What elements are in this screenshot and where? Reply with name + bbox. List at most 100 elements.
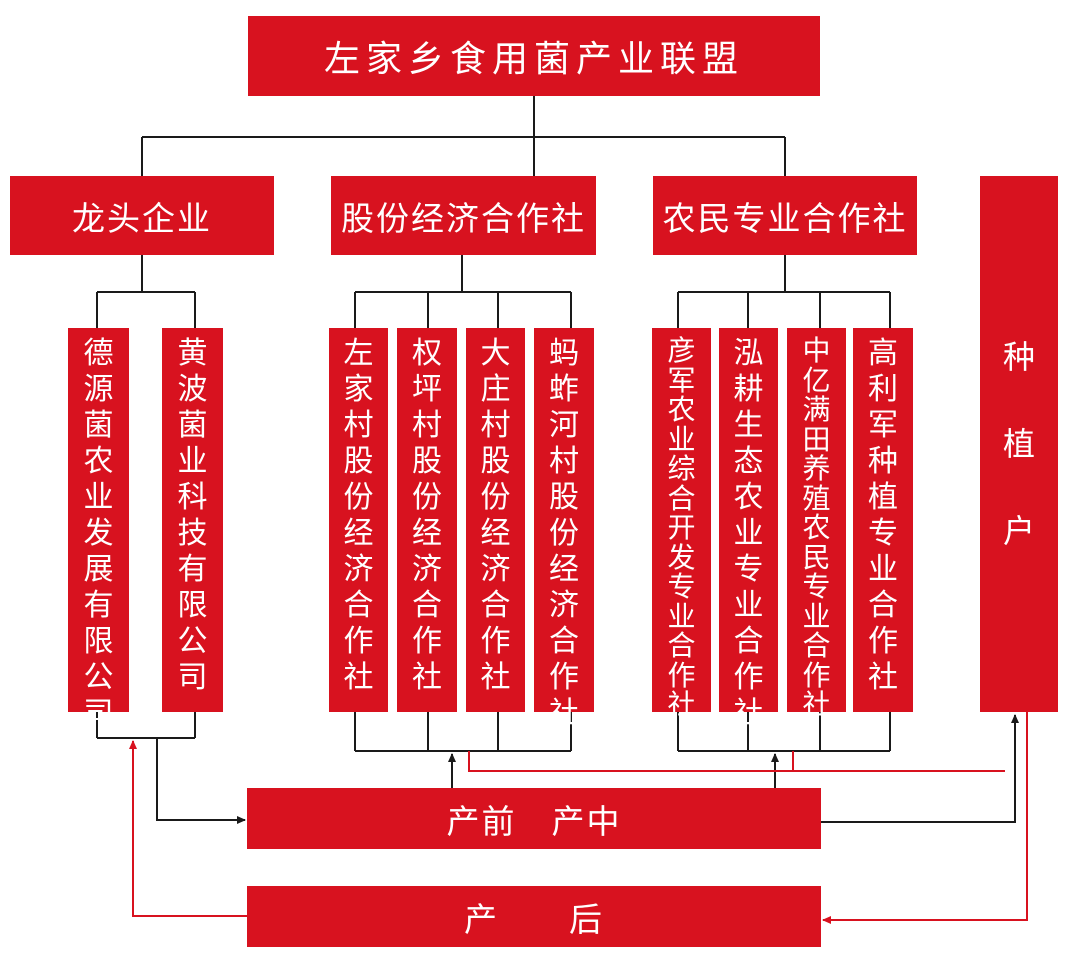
label-char: 合 (412, 588, 442, 623)
farmer-coop-label: 中亿满田养殖农民专业合作社 (802, 336, 830, 720)
label-char: 业 (667, 422, 696, 456)
label-char: 股 (549, 480, 579, 515)
label-char: 作 (412, 624, 442, 659)
label-char: 作 (343, 624, 374, 659)
label-char: 业 (83, 480, 114, 515)
shareholding-coop-box: 权坪村股份经济合作社 (397, 328, 457, 712)
label-char: 河 (549, 408, 579, 443)
label-char: 社 (480, 660, 511, 695)
farmer-coop-box: 泓耕生态农业专业合作社 (719, 328, 778, 731)
shareholding-coop-box: 大庄村股份经济合作社 (466, 328, 525, 712)
company-label: 德源菌农业发展有限公司 (84, 336, 114, 732)
label-char: 开 (667, 511, 696, 544)
label-char: 蚱 (549, 372, 579, 407)
label-char: 合 (802, 629, 831, 662)
label-char: 亿 (802, 363, 831, 397)
stage-pre-mid-production: 产前 产中 (247, 788, 821, 849)
label-char: 业 (868, 552, 898, 587)
label-char: 农 (733, 480, 764, 515)
company-box: 黄波菌业科技有限公司 (162, 328, 223, 712)
label-char: 波 (177, 372, 208, 407)
label-char: 司 (83, 696, 114, 731)
label-char: 种 (1002, 337, 1035, 376)
label-char: 植 (868, 480, 898, 515)
label-char: 限 (177, 588, 208, 623)
label-char: 技 (177, 516, 208, 551)
label-char: 合 (549, 624, 579, 659)
label-char: 合 (868, 588, 898, 623)
category-shareholding-coop: 股份经济合作社 (331, 176, 596, 255)
label-char: 经 (480, 516, 511, 551)
company-box: 德源菌农业发展有限公司 (68, 328, 129, 731)
label-char: 发 (667, 540, 696, 574)
label-char: 济 (343, 552, 374, 587)
label-char: 合 (667, 481, 696, 515)
label-char: 公 (83, 660, 114, 695)
label-char: 作 (480, 624, 511, 659)
label-char: 德 (83, 336, 114, 371)
label-char: 社 (868, 660, 898, 695)
label-char: 济 (412, 552, 442, 587)
label-char: 村 (412, 408, 442, 443)
label-char: 高 (868, 336, 898, 371)
category-grower: 种植户 (980, 176, 1058, 712)
label-char: 合 (667, 629, 696, 662)
label-char: 坪 (412, 372, 442, 407)
label-char: 社 (343, 660, 374, 695)
grower-label: 种植户 (1003, 314, 1035, 575)
label-char: 发 (83, 516, 114, 551)
label-char: 展 (83, 552, 114, 587)
label-char: 田 (802, 422, 831, 456)
label-char: 股 (343, 444, 374, 479)
label-char: 利 (868, 372, 898, 407)
label-char: 中 (802, 334, 831, 367)
label-char: 限 (83, 624, 114, 659)
label-char: 作 (667, 658, 696, 692)
label-char: 彦 (667, 334, 696, 367)
farmer-coop-label: 彦军农业综合开发专业合作社 (667, 336, 695, 720)
label-char: 民 (802, 540, 831, 574)
label-char: 源 (83, 372, 114, 407)
label-char: 泓 (733, 336, 764, 371)
shareholding-coop-box: 蚂蚱河村股份经济合作社 (534, 328, 594, 731)
farmer-coop-box: 中亿满田养殖农民专业合作社 (787, 328, 846, 719)
label-char: 大 (480, 336, 511, 371)
label-char: 菌 (83, 408, 114, 443)
label-char: 有 (83, 588, 114, 623)
label-char: 户 (1002, 511, 1035, 550)
label-char: 份 (412, 480, 442, 515)
farmer-coop-box: 高利军种植专业合作社 (853, 328, 913, 712)
stage-post-production: 产 后 (247, 886, 821, 947)
label-char: 军 (868, 408, 898, 443)
label-char: 社 (733, 696, 764, 731)
category-leader-enterprise: 龙头企业 (10, 176, 274, 255)
label-char: 蚂 (549, 336, 579, 371)
label-char: 作 (802, 658, 831, 692)
label-char: 济 (480, 552, 511, 587)
shareholding-coop-label: 蚂蚱河村股份经济合作社 (549, 336, 579, 732)
label-char: 社 (667, 688, 696, 721)
shareholding-coop-label: 权坪村股份经济合作社 (412, 336, 442, 696)
label-char: 专 (868, 516, 898, 551)
label-char: 家 (343, 372, 374, 407)
label-char: 业 (177, 444, 208, 479)
label-char: 股 (412, 444, 442, 479)
label-char: 合 (480, 588, 511, 623)
label-char: 科 (177, 480, 208, 515)
label-char: 农 (802, 511, 831, 544)
label-char: 生 (733, 408, 764, 443)
label-char: 作 (549, 660, 579, 695)
label-char: 综 (667, 452, 696, 485)
label-char: 殖 (802, 481, 831, 515)
label-char: 济 (549, 588, 579, 623)
farmer-coop-label: 泓耕生态农业专业合作社 (734, 336, 764, 732)
shareholding-coop-box: 左家村股份经济合作社 (329, 328, 388, 712)
label-char: 军 (667, 363, 696, 397)
label-char: 专 (802, 570, 831, 603)
label-char: 权 (412, 336, 442, 371)
label-char: 股 (480, 444, 511, 479)
label-char: 种 (868, 444, 898, 479)
label-char: 村 (480, 408, 511, 443)
label-char: 村 (343, 408, 374, 443)
